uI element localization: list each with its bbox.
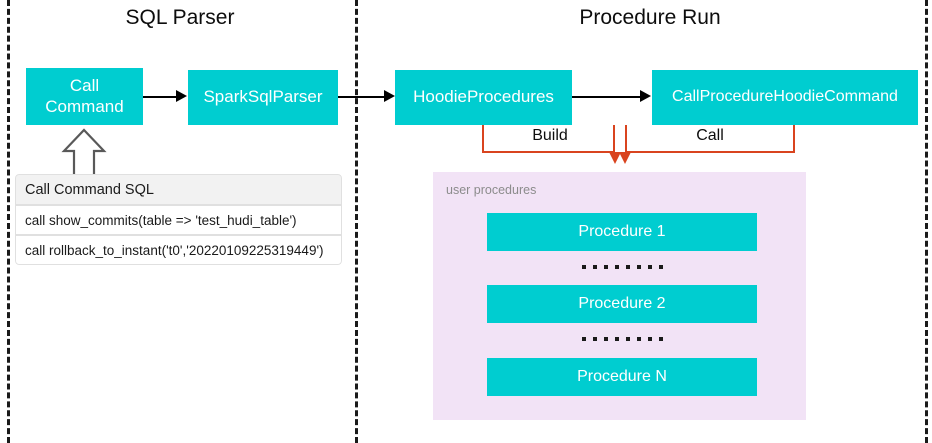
dot	[614, 265, 619, 269]
dot	[592, 265, 597, 269]
dot	[636, 265, 641, 269]
divider-right	[925, 0, 928, 443]
dot	[625, 337, 630, 341]
dot	[625, 265, 630, 269]
node-call-procedure-hoodie-command[interactable]: CallProcedureHoodieCommand	[652, 70, 918, 125]
lane-title-sql-parser: SQL Parser	[125, 6, 235, 29]
sql-table-row-text: call show_commits(table => 'test_hudi_ta…	[25, 212, 297, 228]
connector-build-bracket	[482, 125, 615, 153]
procedure-box-n-label: Procedure N	[577, 368, 667, 385]
connector-build-label: Build	[520, 126, 580, 146]
sql-table-row-text: call rollback_to_instant('t0','202201092…	[25, 242, 324, 258]
arrow-call-command-to-spark-line	[143, 96, 176, 98]
divider-left	[7, 0, 10, 443]
node-call-command-label-line2: Command	[45, 96, 124, 116]
dot	[592, 337, 597, 341]
ellipsis-separator-1	[487, 262, 757, 272]
dot	[614, 337, 619, 341]
arrow-hoodie-to-callproc-head	[640, 89, 651, 102]
dot	[647, 337, 652, 341]
sql-table-header: Call Command SQL	[15, 174, 342, 205]
sql-table-header-label: Call Command SQL	[25, 181, 154, 198]
node-hoodie-procedures-label: HoodieProcedures	[413, 87, 554, 107]
dot	[658, 265, 663, 269]
procedure-box-2[interactable]: Procedure 2	[487, 285, 757, 323]
sql-table-row: call show_commits(table => 'test_hudi_ta…	[15, 205, 342, 235]
lane-title-procedure-run: Procedure Run	[579, 6, 721, 29]
dot	[581, 265, 586, 269]
dot	[647, 265, 652, 269]
connector-call-bracket	[625, 125, 795, 153]
connector-build-arrowhead	[608, 152, 621, 164]
procedure-box-1[interactable]: Procedure 1	[487, 213, 757, 251]
node-call-command-label-line1: Call	[69, 76, 100, 96]
dot	[658, 337, 663, 341]
sql-table-row: call rollback_to_instant('t0','202201092…	[15, 235, 342, 265]
arrow-hoodie-to-callproc-line	[572, 96, 640, 98]
procedure-box-2-label: Procedure 2	[578, 295, 666, 312]
dot	[581, 337, 586, 341]
node-call-command[interactable]: Call Command	[26, 68, 143, 125]
user-procedures-panel-label: user procedures	[446, 183, 537, 197]
call-command-sql-table: Call Command SQL call show_commits(table…	[15, 174, 342, 265]
node-spark-sql-parser[interactable]: SparkSqlParser	[188, 70, 338, 125]
dot	[636, 337, 641, 341]
procedure-box-1-label: Procedure 1	[578, 223, 666, 240]
arrow-spark-to-hoodie-head	[384, 89, 395, 102]
hollow-up-arrow-icon	[61, 128, 107, 178]
procedure-box-n[interactable]: Procedure N	[487, 358, 757, 396]
dot	[603, 265, 608, 269]
dot	[603, 337, 608, 341]
connector-call-label: Call	[680, 126, 740, 146]
node-call-procedure-hoodie-command-label: CallProcedureHoodieCommand	[672, 88, 898, 106]
node-spark-sql-parser-label: SparkSqlParser	[203, 87, 323, 107]
connector-call-arrowhead	[618, 152, 631, 164]
node-hoodie-procedures[interactable]: HoodieProcedures	[395, 70, 572, 125]
arrow-call-command-to-spark-head	[176, 89, 187, 102]
ellipsis-separator-2	[487, 334, 757, 344]
divider-middle	[355, 0, 358, 443]
arrow-spark-to-hoodie-line	[338, 96, 384, 98]
